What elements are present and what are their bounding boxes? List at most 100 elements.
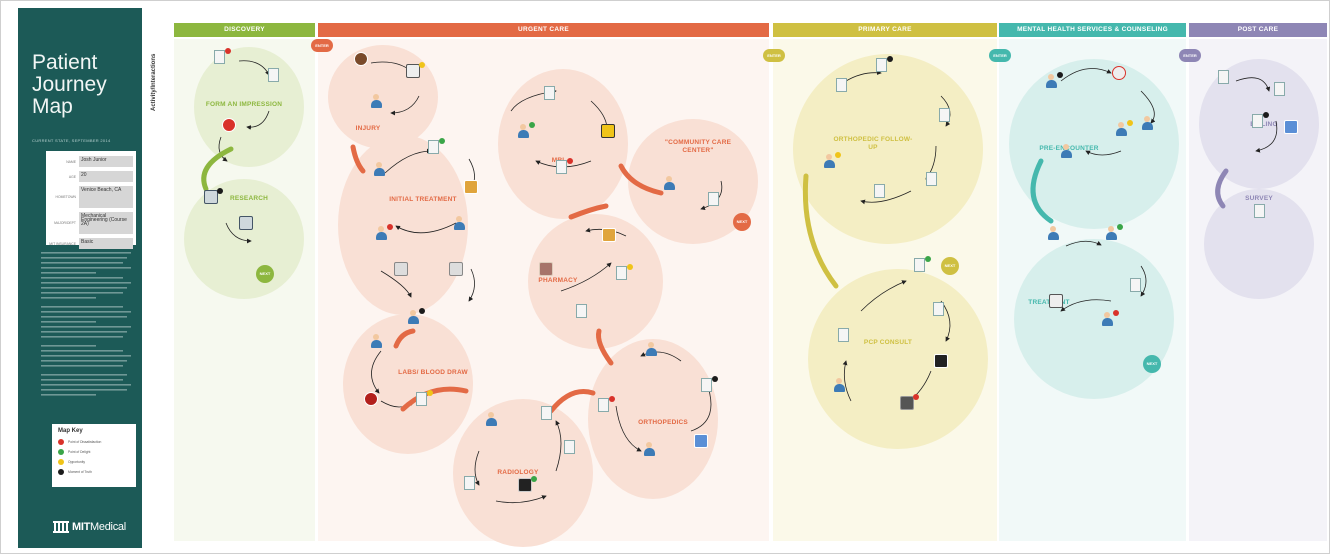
phase-discovery: DISCOVERY FORM AN IMPRESSION RESEARCH NE… (174, 23, 315, 541)
rating-dot-icon (419, 62, 425, 68)
doc-icon (596, 398, 610, 412)
logo-bold-text: MIT (72, 521, 91, 533)
section-title: FORM AN IMPRESSION (205, 101, 283, 108)
card-icon (1284, 120, 1298, 134)
rating-dot-icon (529, 122, 535, 128)
phase-header: POST CARE (1189, 23, 1327, 37)
text-line (41, 389, 127, 391)
persona-value: Venice Beach, CA (79, 186, 133, 208)
persona-value: Basic (79, 238, 133, 249)
face-icon (1112, 66, 1126, 80)
doc-icon (706, 192, 720, 206)
text-line (41, 316, 127, 318)
rating-dot-icon (387, 224, 393, 230)
text-line (41, 311, 131, 313)
doc-icon (931, 302, 945, 316)
phase-header: MENTAL HEALTH SERVICES & COUNSELING (999, 23, 1186, 37)
text-line (41, 331, 127, 333)
section-title: SURVEY (1245, 195, 1273, 202)
person-icon (1044, 74, 1058, 88)
doc-icon (574, 304, 588, 318)
section-title: LABS/ BLOOD DRAW (398, 369, 468, 376)
persona-row: MAJOR/DEPT Mechanical Engineering (Cours… (49, 211, 133, 235)
enter-badge: ENTER (763, 49, 785, 62)
rating-dot-icon (439, 138, 445, 144)
phase-header: PRIMARY CARE (773, 23, 997, 37)
doc-icon (414, 392, 428, 406)
laptop-icon (204, 190, 218, 204)
text-line (41, 292, 123, 294)
doc-icon (836, 328, 850, 342)
rating-dot-icon (835, 152, 841, 158)
next-badge: NEXT (941, 257, 959, 275)
xray-icon (518, 478, 532, 492)
text-line (41, 321, 96, 323)
doc-icon (426, 140, 440, 154)
rating-dot-icon (925, 256, 931, 262)
doc-icon (462, 476, 476, 490)
map-key-title: Map Key (58, 428, 83, 434)
doc-icon (937, 108, 951, 122)
section-title: PHARMACY (538, 277, 578, 284)
section-title: PCP CONSULT (863, 339, 913, 346)
syringe-icon (394, 262, 408, 276)
doc-icon (872, 184, 886, 198)
text-line (41, 272, 96, 274)
delight-dot-icon (58, 449, 64, 455)
next-badge: NEXT (256, 265, 274, 283)
person-icon (1059, 144, 1073, 158)
map-key-label: Opportunity (68, 460, 86, 464)
persona-label: AGE (68, 174, 76, 179)
text-line (41, 379, 123, 381)
doc-icon (874, 58, 888, 72)
doc-icon (542, 86, 556, 100)
phase-header: URGENT CARE (318, 23, 769, 37)
person-icon (369, 334, 383, 348)
phone-icon (406, 64, 420, 78)
map-subtitle: CURRENT STATE, SEPTEMBER 2014 (32, 138, 111, 143)
person-icon (406, 310, 420, 324)
person-icon (832, 378, 846, 392)
sidebar: Patient Journey Map CURRENT STATE, SEPTE… (18, 8, 142, 548)
phase-primary-care: PRIMARY CARE ENTER ORTHOPEDIC FOLLOW-UP … (763, 23, 997, 541)
map-key-label: Point of Delight (68, 450, 91, 454)
text-line (41, 374, 127, 376)
phase-post-care: POST CARE ENTER BILLING SURVEY (1179, 23, 1327, 541)
text-line (41, 287, 127, 289)
doc-icon (699, 378, 713, 392)
person-icon (369, 94, 383, 108)
rating-dot-icon (913, 394, 919, 400)
section-title: RESEARCH (229, 195, 269, 202)
person-icon (1114, 122, 1128, 136)
doc-icon (614, 266, 628, 280)
text-line (41, 257, 127, 259)
doc-icon (539, 406, 553, 420)
runner-icon (934, 354, 948, 368)
doc-icon (1252, 204, 1266, 218)
text-line (41, 336, 123, 338)
section-title: TREATMENT (1014, 299, 1084, 307)
section-title: BILLING (1250, 121, 1278, 128)
text-line (41, 262, 123, 264)
phase-urgent-care: URGENT CARE ENTER INJURY INITIAL TREATME… (311, 23, 769, 547)
person-icon (516, 124, 530, 138)
doc-icon (924, 172, 938, 186)
persona-value: 20 (79, 171, 133, 182)
rating-dot-icon (1057, 72, 1063, 78)
person-icon (1100, 312, 1114, 326)
section-title: RADIOLOGY (497, 469, 539, 476)
persona-card: NAME Josh Junior AGE 20 HOMETOWN Venice … (46, 151, 136, 249)
rating-dot-icon (1127, 120, 1133, 126)
rating-dot-icon (627, 264, 633, 270)
building-icon (539, 262, 553, 276)
phase-header: DISCOVERY (174, 23, 315, 37)
map-key-label: Point of Dissatisfaction (68, 440, 102, 444)
person-icon (372, 162, 386, 176)
doc-icon (212, 50, 226, 64)
rating-dot-icon (427, 390, 433, 396)
person-icon (662, 176, 676, 190)
map-key-item: Point of Delight (58, 447, 130, 457)
text-line (41, 355, 131, 357)
map-key-item: Moment of Truth (58, 467, 130, 477)
